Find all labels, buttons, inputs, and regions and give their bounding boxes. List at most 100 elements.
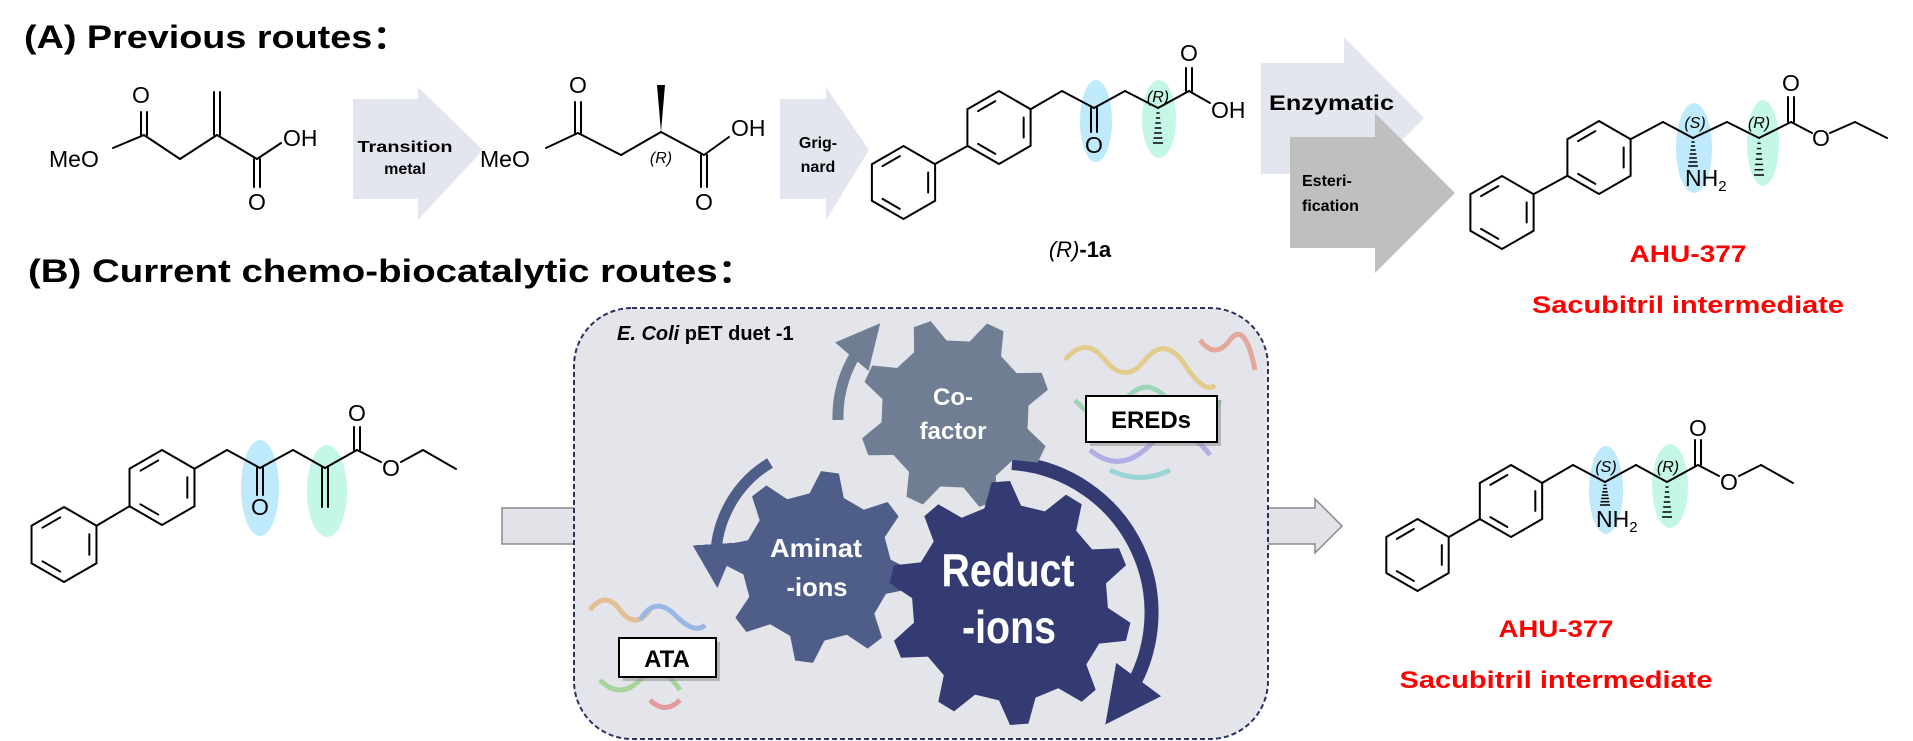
bond bbox=[1395, 570, 1415, 582]
atom-label: O bbox=[1085, 132, 1103, 158]
bond bbox=[179, 134, 218, 160]
bond bbox=[1030, 90, 1063, 110]
bond bbox=[112, 134, 145, 149]
benzene-ring bbox=[30, 505, 98, 584]
atom-label: O bbox=[251, 494, 269, 520]
step-label: fication bbox=[1302, 198, 1359, 215]
benzene-ring bbox=[870, 144, 937, 221]
bond bbox=[1758, 121, 1792, 139]
ketone-highlight bbox=[241, 440, 279, 536]
molecule-itaconate-monoester: MeO O O OH bbox=[49, 82, 318, 215]
bond bbox=[881, 155, 901, 168]
bond bbox=[1395, 528, 1415, 540]
compound-stereo: (R) bbox=[1049, 237, 1080, 262]
reductions-cycle-arrow bbox=[1011, 456, 1162, 725]
atom-label: OH bbox=[1211, 97, 1246, 123]
bonds bbox=[30, 67, 1888, 593]
bond bbox=[1480, 185, 1500, 198]
benzene-ring bbox=[1385, 517, 1450, 593]
stereo-label: (R) bbox=[1147, 89, 1169, 106]
product-name: AHU-377 bbox=[1499, 616, 1614, 643]
bond bbox=[422, 449, 457, 470]
bond bbox=[1480, 227, 1500, 240]
bond bbox=[400, 449, 424, 463]
bond bbox=[1188, 90, 1211, 104]
bond bbox=[259, 449, 294, 469]
step-label: Transition bbox=[358, 139, 453, 156]
bond bbox=[1760, 464, 1794, 484]
bond bbox=[1448, 518, 1481, 538]
bond bbox=[660, 131, 705, 156]
step-arrow-grignard: Grig- nard bbox=[780, 87, 869, 220]
bond bbox=[1738, 464, 1762, 477]
product-name: AHU-377 bbox=[1630, 241, 1747, 268]
bond bbox=[620, 131, 662, 156]
subscript: 2 bbox=[1629, 519, 1637, 536]
cofactor-gear-icon bbox=[862, 321, 1048, 507]
bond bbox=[41, 560, 62, 573]
bond bbox=[226, 449, 261, 469]
bond bbox=[1662, 121, 1694, 139]
bond bbox=[1157, 90, 1190, 109]
molecule-methylsuccinate-monoester: MeO O O OH (R) bbox=[480, 72, 766, 215]
bond bbox=[1854, 121, 1888, 139]
benzene-ring bbox=[1566, 119, 1632, 196]
atom-label: NH2 bbox=[1685, 165, 1727, 195]
bond bbox=[545, 132, 579, 149]
bond bbox=[1829, 121, 1856, 134]
benzene-ring bbox=[128, 448, 196, 527]
stereo-label: (R) bbox=[1748, 115, 1770, 132]
molecule-ahu-377-top: NH2 O O (S) (R) AHU-377 Sacubitril inter… bbox=[1532, 70, 1844, 319]
bond bbox=[256, 142, 282, 160]
step-arrow-esterification: Esteri- fication bbox=[1290, 113, 1455, 273]
bond bbox=[1533, 175, 1568, 195]
bond bbox=[143, 134, 181, 160]
bond bbox=[1061, 90, 1095, 109]
molecule-r-1a: O O OH (R) (R)-1a bbox=[1049, 40, 1246, 262]
gear-label: -ions bbox=[962, 601, 1056, 653]
molecule-substrate-b: O O O bbox=[251, 400, 400, 520]
bond bbox=[139, 459, 160, 472]
bond bbox=[193, 449, 228, 470]
bond bbox=[1692, 121, 1728, 139]
bond bbox=[1635, 464, 1668, 483]
amine-highlight bbox=[1676, 103, 1712, 193]
bond bbox=[934, 145, 969, 165]
stereocenter-highlight bbox=[1652, 444, 1688, 528]
step-label: metal bbox=[384, 161, 426, 178]
bond bbox=[1572, 464, 1606, 483]
enzyme-label: ATA bbox=[644, 646, 690, 673]
heading-current-routes: (B) Current chemo-biocatalytic routes： bbox=[28, 253, 756, 289]
bond bbox=[977, 100, 997, 113]
amine-label: NH bbox=[1685, 165, 1718, 191]
reductions-gear-icon bbox=[889, 481, 1131, 725]
subscript: 2 bbox=[1718, 178, 1726, 195]
atom-label: O bbox=[695, 189, 713, 215]
stereocenter-highlight bbox=[1142, 80, 1176, 158]
bond bbox=[324, 449, 358, 469]
atom-label: NH2 bbox=[1596, 506, 1638, 536]
atom-label: OH bbox=[283, 125, 318, 151]
bond bbox=[1697, 464, 1720, 477]
bond bbox=[1604, 464, 1637, 483]
aminations-gear-icon bbox=[721, 471, 913, 663]
molecule-ahu-377-bottom: NH2 O O (S) (R) AHU-377 Sacubitril inter… bbox=[1400, 415, 1738, 694]
bond bbox=[1489, 516, 1509, 528]
wedge-bond bbox=[657, 85, 665, 132]
bond bbox=[1577, 172, 1597, 185]
atom-label: MeO bbox=[49, 146, 99, 172]
benzene-ring bbox=[1469, 174, 1535, 251]
gear-label: Reduct bbox=[942, 544, 1075, 596]
step-label: nard bbox=[801, 159, 836, 176]
benzene-ring bbox=[1478, 463, 1544, 539]
ecoli-cell-box: E. Coli pET duet -1 Co- factor Aminat -i… bbox=[573, 307, 1269, 740]
block-arrow bbox=[780, 87, 869, 220]
step-arrow-transition-metal: Transition metal bbox=[353, 87, 483, 220]
bond bbox=[577, 132, 622, 156]
atom-label: O bbox=[382, 455, 400, 481]
step-label: Esteri- bbox=[1302, 173, 1352, 190]
stereo-label: (S) bbox=[1595, 459, 1616, 476]
bond bbox=[216, 134, 258, 160]
stereocenter-highlight bbox=[1747, 100, 1779, 186]
